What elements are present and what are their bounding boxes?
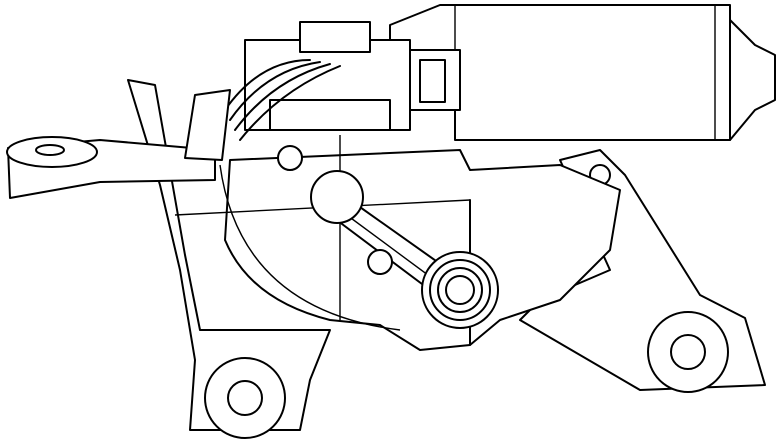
pin-upper [277, 145, 303, 171]
left-arm [6, 136, 216, 199]
output-shaft-gear [421, 251, 499, 329]
motor-end-cap [729, 19, 776, 141]
motor [389, 4, 776, 141]
crank-pivot [310, 170, 364, 224]
left-mount-hole-inner [227, 380, 263, 416]
right-mount-hole-inner [670, 334, 706, 370]
connector-housing [244, 21, 411, 131]
right-bracket [519, 149, 766, 393]
left-plate [127, 79, 331, 439]
wire-clip [184, 89, 231, 161]
pin-lower [367, 249, 393, 275]
wiring-harness [184, 59, 341, 161]
arm-washer-hole [35, 144, 65, 156]
